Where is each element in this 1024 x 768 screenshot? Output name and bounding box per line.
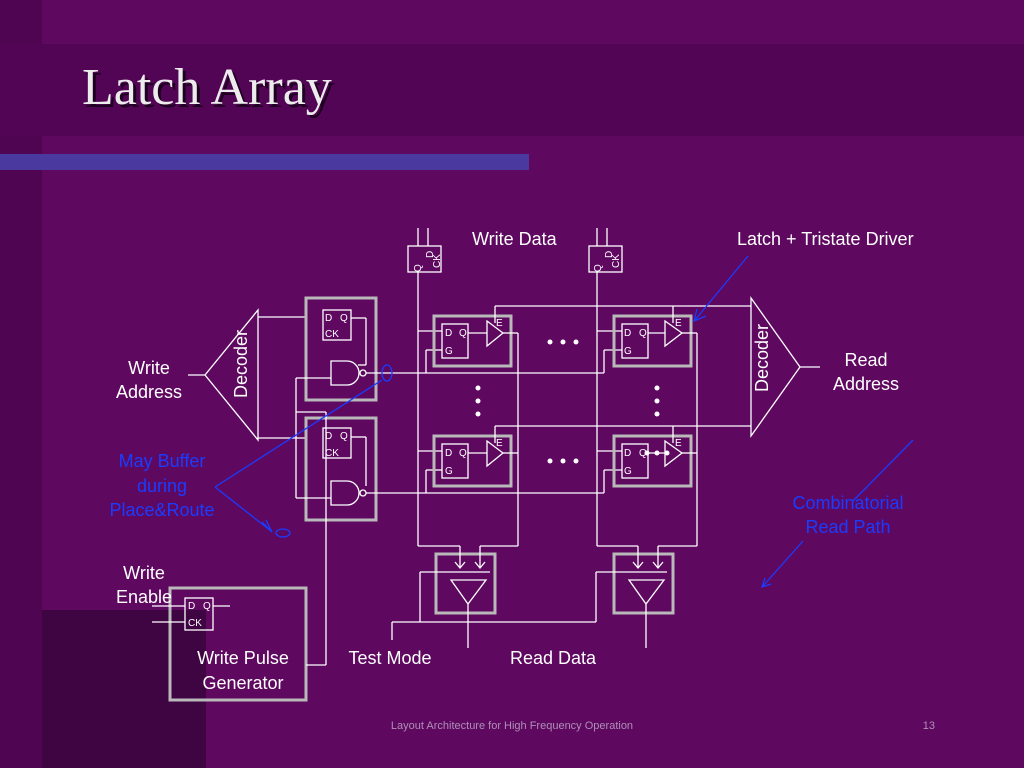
svg-text:D: D [624,328,631,339]
and-gate-2 [330,480,360,506]
may-buffer-label-1: May Buffer [119,451,206,471]
test-mode-label: Test Mode [348,648,431,668]
svg-text:E: E [675,438,682,449]
read-decoder-label: Decoder [752,324,772,392]
svg-text:CK: CK [432,254,443,268]
write-pulse-label-1: Write Pulse [197,648,289,668]
lower-left-panel [42,610,206,768]
top-dark-band [0,44,1024,136]
latch-cell-r1c1 [432,314,513,368]
svg-text:G: G [445,346,453,357]
svg-text:D: D [604,251,615,258]
page-number: 13 [923,720,935,732]
and-gate-1 [330,360,360,386]
svg-text:G: G [445,466,453,477]
svg-text:D: D [325,431,332,442]
latch-cell-r1c2 [612,314,693,368]
write-latch-group-2 [304,416,378,522]
slide-title: Latch Array [82,59,332,116]
output-driver-2 [612,552,675,615]
svg-text:Q: Q [639,328,647,339]
write-pulse-generator [168,586,308,702]
svg-text:D: D [425,251,436,258]
latch-cell-r2c2 [612,434,693,488]
svg-text:D: D [325,313,332,324]
svg-text:Q: Q [459,448,467,459]
read-decoder [750,295,801,439]
write-latch-group-1 [304,296,378,402]
write-decoder [204,308,259,442]
combinatorial-label-1: Combinatorial [792,493,903,513]
write-data-label: Write Data [472,229,558,249]
svg-text:Q: Q [413,264,424,272]
svg-text:G: G [624,466,632,477]
svg-text:Q: Q [593,264,604,272]
output-driver-1 [434,552,497,615]
svg-text:E: E [675,318,682,329]
svg-text:D: D [624,448,631,459]
write-enable-label-2: Enable [116,587,172,607]
svg-text:E: E [496,318,503,329]
combinatorial-label-2: Read Path [805,517,890,537]
footer-text: Layout Architecture for High Frequency O… [391,720,633,732]
may-buffer-label-2: during [137,476,187,496]
write-address-label-2: Address [116,382,182,402]
write-pulse-label-2: Generator [202,673,283,693]
title-underline-bar [0,154,529,170]
svg-text:Q: Q [340,431,348,442]
svg-text:CK: CK [325,448,339,459]
svg-text:Q: Q [459,328,467,339]
write-decoder-label: Decoder [231,330,251,398]
svg-text:E: E [496,438,503,449]
svg-text:G: G [624,346,632,357]
read-address-label-1: Read [844,350,887,370]
write-address-label-1: Write [128,358,170,378]
svg-text:D: D [445,328,452,339]
write-data-flop-1 [407,245,442,273]
svg-text:Q: Q [639,448,647,459]
svg-text:CK: CK [611,254,622,268]
svg-text:Q: Q [340,313,348,324]
svg-text:Q: Q [203,601,211,612]
latch-cell-r2c1 [432,434,513,488]
svg-text:D: D [188,601,195,612]
svg-text:CK: CK [188,618,202,629]
latch-tristate-label: Latch + Tristate Driver [737,229,914,249]
read-address-label-2: Address [833,374,899,394]
write-data-flop-2 [588,245,623,273]
svg-text:D: D [445,448,452,459]
read-data-label: Read Data [510,648,597,668]
write-enable-label-1: Write [123,563,165,583]
may-buffer-label-3: Place&Route [109,500,214,520]
svg-text:CK: CK [325,329,339,340]
